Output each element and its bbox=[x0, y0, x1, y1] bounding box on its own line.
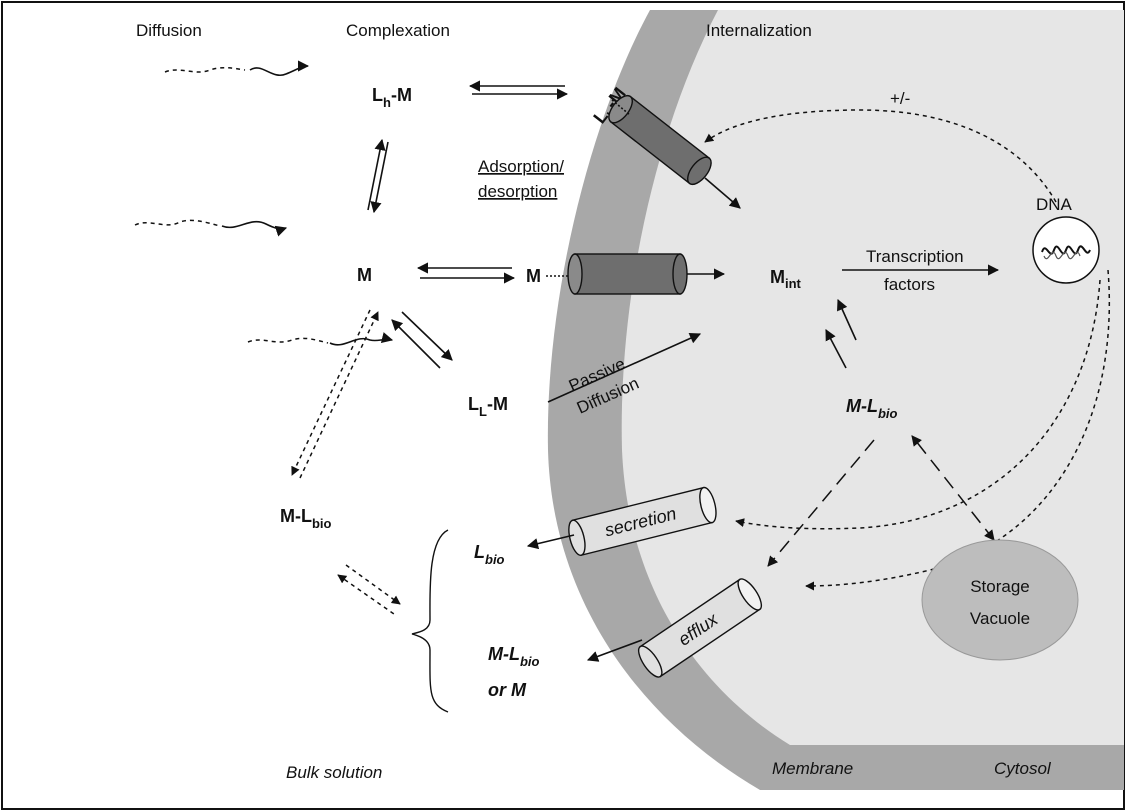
transporter-top bbox=[608, 94, 712, 186]
arrow-passive-diffusion bbox=[547, 333, 702, 403]
dashed-mlbio-to-brace bbox=[337, 564, 401, 615]
label-storage: Storage bbox=[970, 577, 1030, 596]
label-transcription: Transcription bbox=[866, 247, 964, 266]
arrow-secretion-out bbox=[526, 534, 575, 550]
species-lh-m: Lh-M bbox=[372, 85, 412, 110]
diffusion-squiggle-mid bbox=[134, 219, 288, 237]
species-m-lbio-cytosol: M-Lbio bbox=[846, 396, 898, 421]
species-lbio: Lbio bbox=[474, 542, 505, 567]
arrow-efflux-out bbox=[586, 639, 643, 662]
species-ll-m: LL-M bbox=[468, 394, 508, 419]
header-complexation: Complexation bbox=[346, 21, 450, 40]
species-m-transporter: M bbox=[526, 266, 541, 286]
label-dna: DNA bbox=[1036, 195, 1073, 214]
diffusion-squiggle-low bbox=[247, 332, 394, 346]
species-m-lbio-or-m: M-Lbio bbox=[488, 644, 540, 669]
mlbio-to-efflux bbox=[767, 439, 875, 567]
label-adsorption: Adsorption/ bbox=[478, 157, 564, 176]
label-desorption: desorption bbox=[478, 182, 557, 201]
dna-helix-icon bbox=[1041, 245, 1091, 255]
equilibrium-arrows-lhm bbox=[468, 80, 569, 100]
region-membrane: Membrane bbox=[772, 759, 853, 778]
header-diffusion: Diffusion bbox=[136, 21, 202, 40]
header-internalization: Internalization bbox=[706, 21, 812, 40]
region-cytosol: Cytosol bbox=[994, 759, 1052, 778]
equilibrium-arrows-vertical bbox=[367, 138, 389, 214]
channel-secretion: secretion bbox=[568, 486, 717, 557]
species-m-bulk: M bbox=[357, 265, 372, 285]
equilibrium-arrows-m bbox=[416, 262, 516, 284]
equilibrium-arrows-mlbio bbox=[825, 298, 857, 369]
arrow-top-transporter-in bbox=[704, 177, 741, 209]
equilibrium-arrows-ll bbox=[391, 311, 453, 369]
feedback-dna-to-transporter bbox=[704, 109, 1057, 203]
label-plus-minus: +/- bbox=[890, 89, 910, 108]
storage-vacuole: Storage Vacuole bbox=[921, 539, 1079, 661]
dna-nucleus bbox=[1032, 216, 1100, 284]
diffusion-squiggle-top bbox=[164, 60, 310, 77]
dashed-m-to-mlbio-bulk bbox=[291, 309, 379, 479]
label-factors: factors bbox=[884, 275, 935, 294]
label-vacuole: Vacuole bbox=[970, 609, 1030, 628]
species-m-int: Mint bbox=[770, 267, 802, 291]
species-m-lbio-bulk: M-Lbio bbox=[280, 506, 332, 531]
brace bbox=[411, 529, 449, 713]
transporter-middle bbox=[567, 253, 688, 295]
species-or-m: or M bbox=[488, 680, 527, 700]
vacuole-exchange bbox=[911, 435, 995, 541]
region-bulk-solution: Bulk solution bbox=[286, 763, 382, 782]
